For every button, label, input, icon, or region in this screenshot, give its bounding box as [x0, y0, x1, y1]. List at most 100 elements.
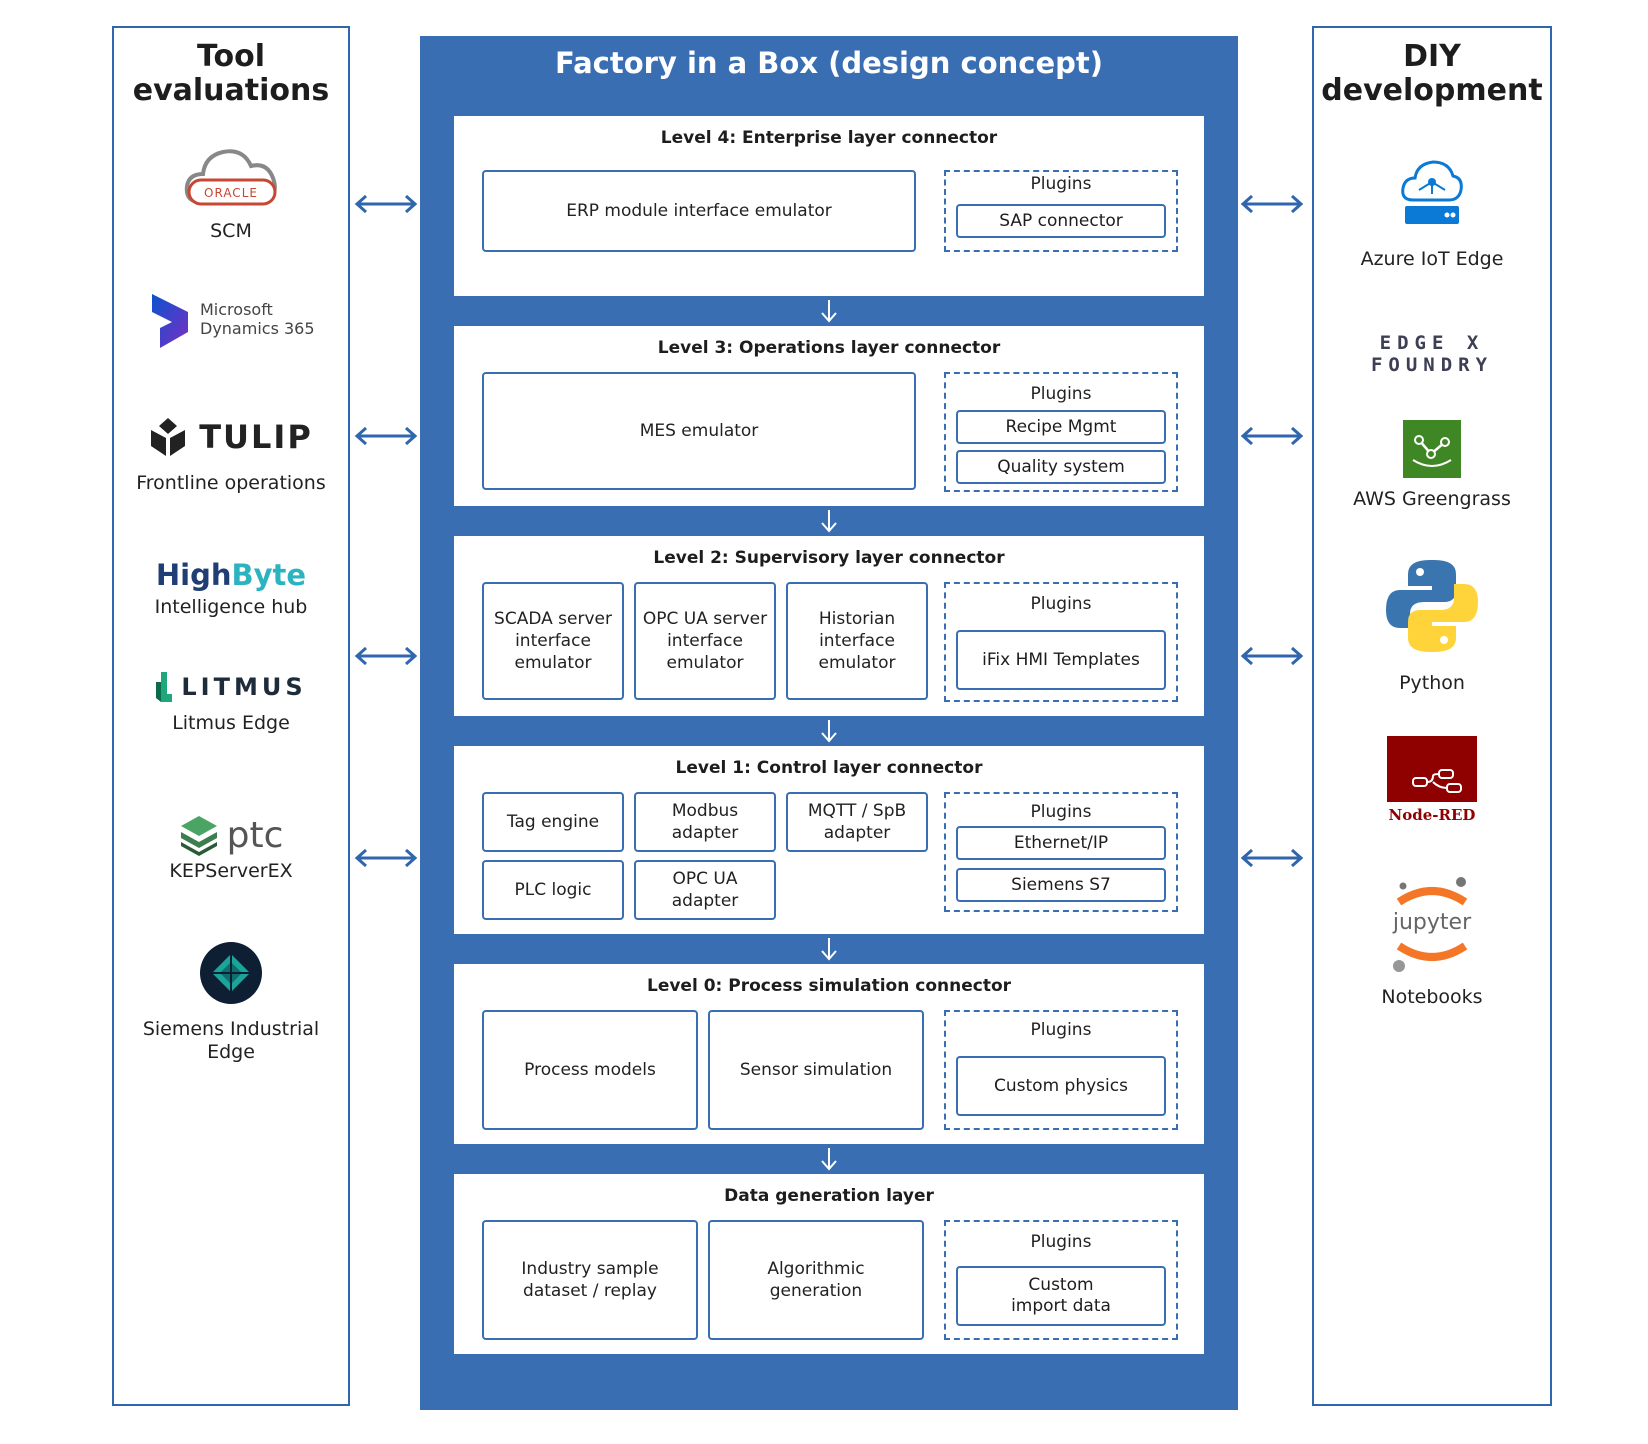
- diy-development-title: DIY development: [1321, 39, 1543, 108]
- component-box: ERP module interface emulator: [482, 170, 916, 252]
- component-box: OPC UA server interface emulator: [634, 582, 776, 700]
- component-box: PLC logic: [482, 860, 624, 920]
- diy-development-panel: DIY development Azure IoT Edge EDGE X FO…: [1312, 26, 1552, 1406]
- tool-label: Intelligence hub: [154, 596, 308, 618]
- level-title: Data generation layer: [724, 1186, 934, 1206]
- bidirectional-arrow-icon: [1240, 426, 1304, 446]
- tool-highbyte: HighByte Intelligence hub: [114, 558, 348, 619]
- component-box: OPC UA adapter: [634, 860, 776, 920]
- level-title: Level 2: Supervisory layer connector: [653, 548, 1005, 568]
- plugin-box: Recipe Mgmt: [956, 410, 1166, 444]
- plugins-group: Plugins iFix HMI Templates: [944, 582, 1178, 702]
- node-red-icon: [1387, 736, 1477, 802]
- data-generation-panel: Data generation layer Industry sample da…: [454, 1174, 1204, 1354]
- tool-label: Frontline operations: [136, 472, 326, 494]
- node-red-logo-text: Node-RED: [1388, 806, 1476, 824]
- bidirectional-arrow-icon: [354, 194, 418, 214]
- edgex-foundry-icon: EDGE X FOUNDRY: [1370, 332, 1494, 376]
- plugin-box: Siemens S7: [956, 868, 1166, 902]
- plugin-box: iFix HMI Templates: [956, 630, 1166, 690]
- component-box: MQTT / SpB adapter: [786, 792, 928, 852]
- component-box: Sensor simulation: [708, 1010, 924, 1130]
- plugins-title: Plugins: [1030, 802, 1092, 822]
- tool-label: Python: [1399, 672, 1465, 694]
- bidirectional-arrow-icon: [354, 848, 418, 868]
- tool-label: Notebooks: [1381, 986, 1483, 1008]
- plugins-title: Plugins: [1030, 1020, 1092, 1040]
- litmus-icon: [156, 672, 173, 702]
- python-icon: [1386, 560, 1478, 652]
- tool-oracle: ORACLE SCM: [114, 140, 348, 243]
- level-0-panel: Level 0: Process simulation connector Pr…: [454, 964, 1204, 1144]
- tool-label: SCM: [210, 220, 252, 242]
- plugins-group: Plugins Custom import data: [944, 1220, 1178, 1340]
- component-box: Algorithmic generation: [708, 1220, 924, 1340]
- tool-evaluations-title: Tool evaluations: [132, 39, 330, 108]
- factory-in-a-box-panel: Factory in a Box (design concept) Level …: [420, 36, 1238, 1410]
- azure-iot-edge-icon: [1401, 160, 1463, 224]
- plugins-title: Plugins: [1030, 384, 1092, 404]
- component-box: Historian interface emulator: [786, 582, 928, 700]
- oracle-logo-text: ORACLE: [204, 186, 258, 200]
- tool-azure-iot-edge: Azure IoT Edge: [1314, 158, 1550, 271]
- tool-label: Litmus Edge: [172, 712, 290, 734]
- level-3-panel: Level 3: Operations layer connector MES …: [454, 326, 1204, 506]
- tool-aws-greengrass: AWS Greengrass: [1314, 420, 1550, 511]
- litmus-logo-text: LITMUS: [181, 673, 307, 701]
- tool-node-red: Node-RED: [1314, 736, 1550, 824]
- level-title: Level 0: Process simulation connector: [646, 976, 1012, 996]
- aws-greengrass-icon: [1403, 420, 1461, 478]
- highbyte-icon: HighByte: [114, 558, 348, 592]
- plugins-group: Plugins SAP connector: [944, 170, 1178, 252]
- level-title: Level 4: Enterprise layer connector: [660, 128, 998, 148]
- plugins-title: Plugins: [1030, 594, 1092, 614]
- tool-label: Siemens Industrial Edge: [142, 1018, 320, 1063]
- highbyte-text-a: High: [155, 558, 232, 592]
- plugin-box: Quality system: [956, 450, 1166, 484]
- down-arrow-icon: [821, 510, 837, 533]
- component-box: Tag engine: [482, 792, 624, 852]
- component-box: MES emulator: [482, 372, 916, 490]
- jupyter-icon: [1393, 877, 1468, 972]
- ptc-icon: [180, 816, 217, 856]
- factory-title: Factory in a Box (design concept): [554, 46, 1103, 80]
- plugin-box: SAP connector: [956, 204, 1166, 238]
- bidirectional-arrow-icon: [1240, 848, 1304, 868]
- plugins-group: Plugins Ethernet/IP Siemens S7: [944, 792, 1178, 912]
- bidirectional-arrow-icon: [1240, 646, 1304, 666]
- bidirectional-arrow-icon: [354, 646, 418, 666]
- component-box: SCADA server interface emulator: [482, 582, 624, 700]
- microsoft-dynamics-icon: [152, 294, 188, 348]
- tulip-logo-text: TULIP: [199, 418, 313, 456]
- highbyte-text-b: Byte: [231, 558, 307, 592]
- down-arrow-icon: [821, 720, 837, 743]
- microsoft-dynamics-text: Microsoft Dynamics 365: [200, 300, 315, 338]
- tool-label: AWS Greengrass: [1353, 488, 1511, 510]
- ptc-logo-text: ptc: [226, 814, 284, 856]
- level-2-panel: Level 2: Supervisory layer connector SCA…: [454, 536, 1204, 716]
- plugins-group: Plugins Recipe Mgmt Quality system: [944, 372, 1178, 492]
- plugin-box: Custom import data: [956, 1266, 1166, 1326]
- plugin-box: Custom physics: [956, 1056, 1166, 1116]
- plugins-title: Plugins: [1030, 1232, 1092, 1252]
- down-arrow-icon: [821, 300, 837, 323]
- component-box: Modbus adapter: [634, 792, 776, 852]
- plugin-box: Ethernet/IP: [956, 826, 1166, 860]
- jupyter-logo-text: jupyter: [1392, 910, 1472, 935]
- down-arrow-icon: [821, 938, 837, 961]
- tool-label: Azure IoT Edge: [1360, 248, 1504, 270]
- tool-label: KEPServerEX: [169, 860, 293, 882]
- tool-siemens-edge: Siemens Industrial Edge: [114, 940, 348, 1064]
- tool-microsoft-dynamics: Microsoft Dynamics 365: [148, 292, 318, 352]
- tool-ptc: ptc KEPServerEX: [114, 814, 348, 883]
- oracle-cloud-icon: [184, 149, 277, 206]
- component-box: Industry sample dataset / replay: [482, 1220, 698, 1340]
- tool-tulip: TULIP Frontline operations: [114, 416, 348, 495]
- bidirectional-arrow-icon: [354, 426, 418, 446]
- level-1-panel: Level 1: Control layer connector Tag eng…: [454, 746, 1204, 934]
- tool-evaluations-panel: Tool evaluations ORACLE SCM Microsoft Dy…: [112, 26, 350, 1406]
- component-box: Process models: [482, 1010, 698, 1130]
- level-4-panel: Level 4: Enterprise layer connector ERP …: [454, 116, 1204, 296]
- level-title: Level 3: Operations layer connector: [657, 338, 1001, 358]
- tool-litmus: LITMUS Litmus Edge: [114, 670, 348, 735]
